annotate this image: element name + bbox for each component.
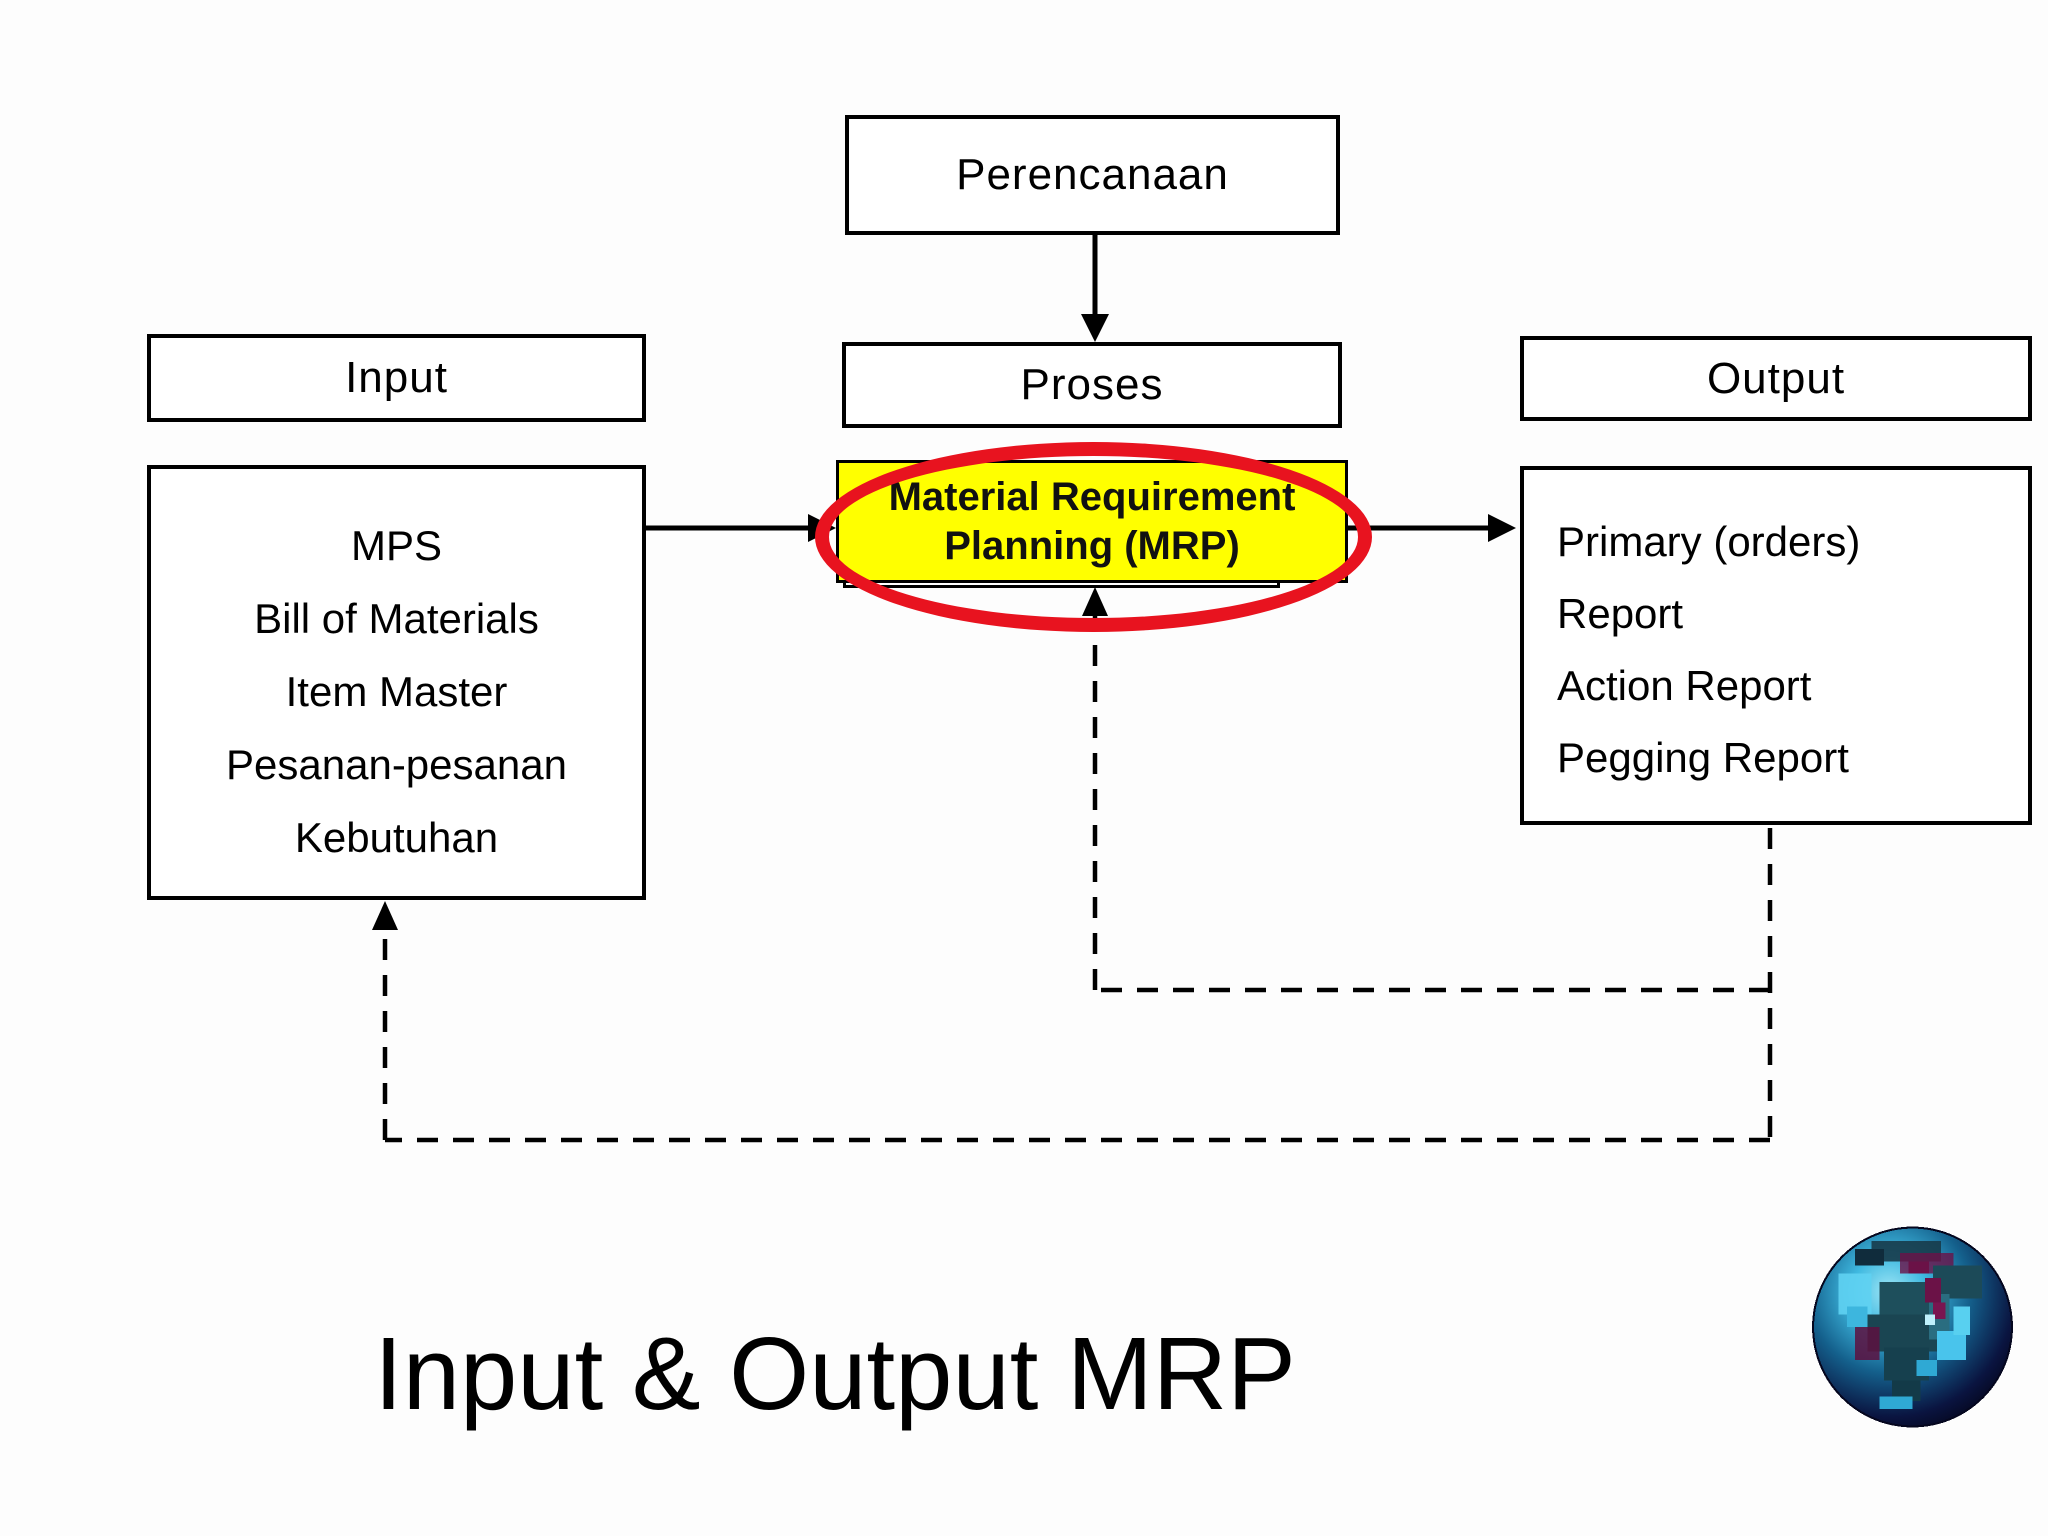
mrp-label-line2: Planning (MRP) [944,523,1240,568]
planning-box: Perencanaan [845,115,1340,235]
arrowhead-feedback-to-input [372,901,398,930]
list-item: MPS [350,522,442,569]
arrowhead-feedback-to-mrp [1082,587,1108,616]
output-header-box: Output [1520,336,2032,421]
planning-label: Perencanaan [956,150,1229,199]
list-item: Pegging Report [1557,734,1849,781]
input-items-list: MPS Bill of Materials Item Master Pesana… [151,469,642,874]
input-items-box: MPS Bill of Materials Item Master Pesana… [147,465,646,900]
list-item: Primary (orders) [1557,518,1861,565]
slide-title: Input & Output MRP [374,1316,1296,1431]
mrp-label-line1: Material Requirement [888,474,1296,519]
output-items-list: Primary (orders) Report Action Report Pe… [1524,470,2028,794]
process-label: Proses [1020,360,1164,409]
arrowhead-input-to-mrp [808,514,836,542]
list-item: Bill of Materials [254,595,539,642]
process-header-box: Proses [842,342,1342,428]
list-item: Item Master [285,668,508,715]
list-item: Pesanan-pesanan [226,741,567,788]
arrowhead-mrp-to-output [1488,514,1516,542]
output-items-box: Primary (orders) Report Action Report Pe… [1520,466,2032,825]
list-item: Kebutuhan [294,814,499,861]
input-header-box: Input [147,334,646,422]
arrowhead-planning-to-process [1081,314,1109,342]
earth-globe-icon [1812,1226,2013,1428]
mrp-box: Material Requirement Planning (MRP) [836,460,1348,583]
list-item: Report [1557,590,1684,637]
output-label: Output [1706,353,1846,403]
input-label: Input [345,353,448,402]
list-item: Action Report [1557,662,1812,709]
